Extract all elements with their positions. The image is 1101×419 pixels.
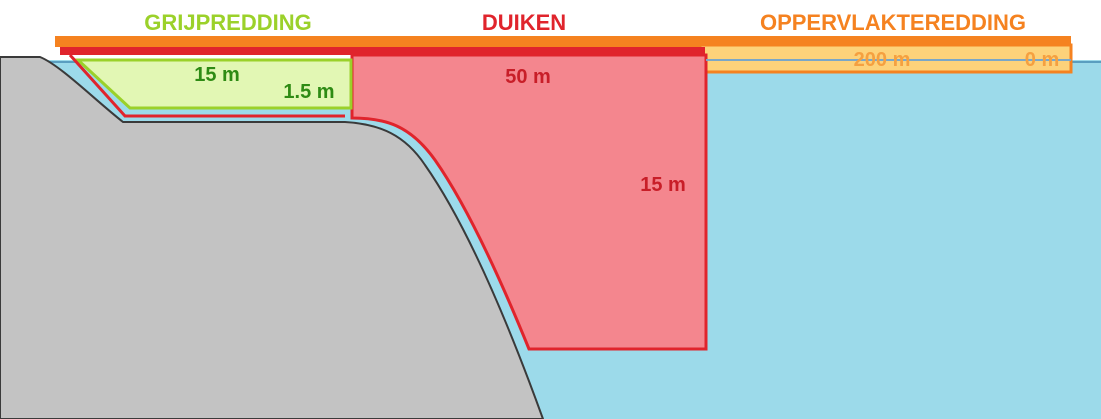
reach-rescue-zone xyxy=(74,58,353,110)
reach-rescue-title: GRIJPREDDING xyxy=(144,10,311,35)
diving-zone xyxy=(350,53,708,351)
reach-distance-label: 15 m xyxy=(194,64,240,86)
surface-rescue-title: OPPERVLAKTEREDDING xyxy=(760,10,1026,35)
diving-depth-label: 15 m xyxy=(640,174,686,196)
land xyxy=(0,56,545,419)
diving-band xyxy=(60,47,705,55)
diving-shore-line xyxy=(68,53,345,118)
diving-distance-label: 50 m xyxy=(505,66,551,88)
reach-depth-label: 1.5 m xyxy=(283,81,334,103)
surface-near-label: 0 m xyxy=(1025,49,1059,71)
surface-rescue-band xyxy=(55,36,1071,47)
surface-far-label: 200 m xyxy=(854,49,911,71)
diving-title: DUIKEN xyxy=(482,10,566,35)
surface-rescue-zone xyxy=(698,43,1073,74)
